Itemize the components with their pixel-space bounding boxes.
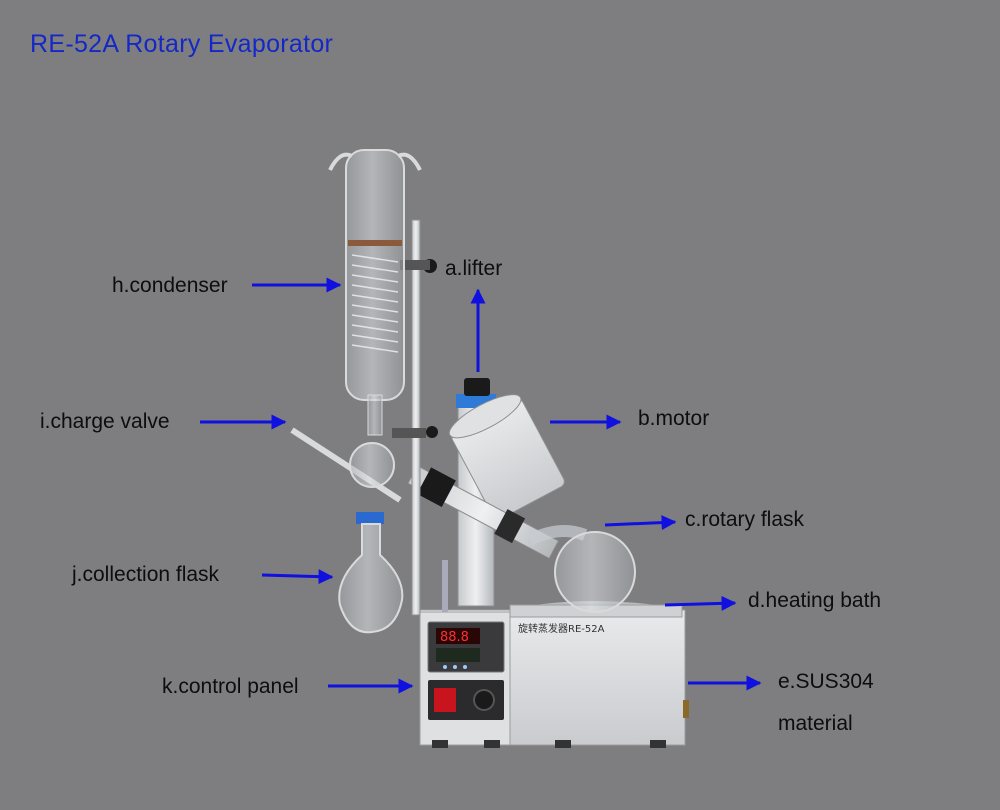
label-material-line2: material: [778, 712, 853, 735]
lifter-rod: [392, 219, 438, 616]
label-condenser: h.condenser: [112, 274, 228, 297]
rotary-joint: [407, 464, 560, 560]
label-lifter: a.lifter: [445, 257, 503, 280]
label-rotary-flask: c.rotary flask: [685, 508, 805, 531]
charge-valve-glass: [290, 427, 402, 503]
nameplate-text: 旋转蒸发器RE-52A: [518, 622, 605, 635]
condenser-glass: [328, 149, 422, 436]
control-panel-device: 88.8: [427, 621, 505, 720]
collection-flask-glass: [338, 512, 404, 634]
motor-housing: [448, 394, 565, 520]
arrow-collection-flask: [261, 569, 334, 585]
temperature-display: 88.8: [440, 630, 469, 645]
label-material-line1: e.SUS304: [778, 670, 874, 693]
label-motor: b.motor: [638, 407, 710, 430]
rotary-flask: [527, 525, 636, 613]
arrow-heating-bath: [664, 595, 737, 611]
annotation-arrows: [200, 277, 762, 694]
label-collection-flask: j.collection flask: [72, 563, 220, 586]
label-charge-valve: i.charge valve: [40, 410, 170, 433]
label-control-panel: k.control panel: [162, 675, 299, 698]
page-title: RE-52A Rotary Evaporator: [30, 30, 334, 58]
label-heating-bath: d.heating bath: [748, 589, 882, 612]
arrow-rotary-flask: [604, 515, 677, 531]
